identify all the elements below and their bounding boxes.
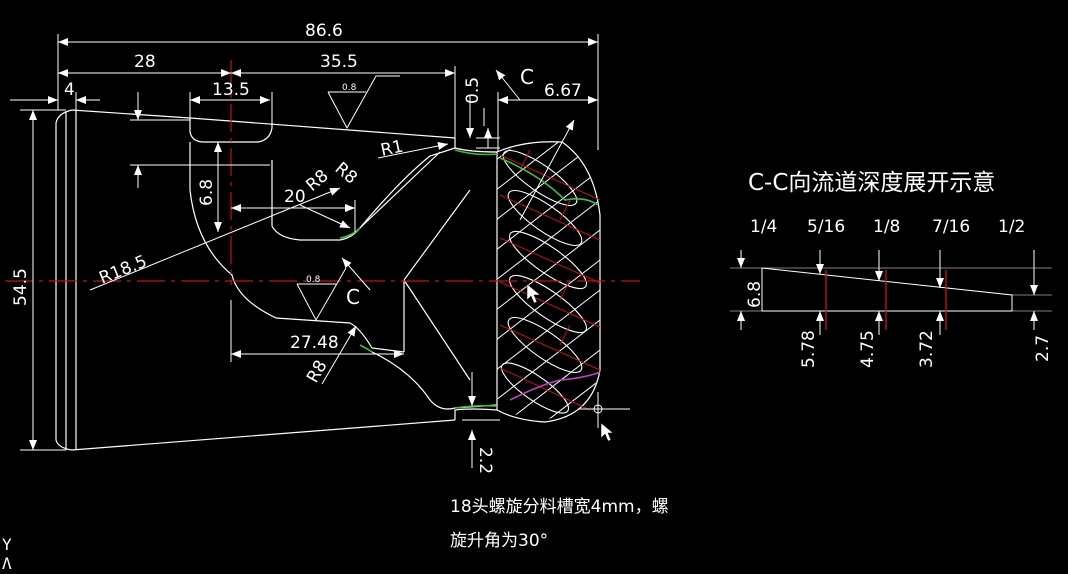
cc-fraction-7-16: 7/16 [932, 217, 970, 237]
accent-curves [339, 149, 601, 409]
dim-height-6-8: 6.8 [197, 179, 217, 206]
dim-length-4: 4 [64, 80, 75, 100]
cc-fraction-1-4: 1/4 [750, 217, 777, 237]
groove-note-line-2: 旋升角为30° [450, 531, 549, 551]
cc-depth-4-75: 4.75 [858, 330, 878, 368]
mouse-cursor-icon [526, 283, 614, 442]
cc-depth-5-78: 5.78 [799, 330, 819, 368]
cc-depth-2-7: 2.7 [1033, 335, 1053, 362]
dim-radius-r1: R1 [379, 137, 405, 161]
section-cc-markers [825, 270, 947, 330]
dim-radius-r8-top-a: R8 [302, 166, 332, 196]
roughness-top-value: 0.8 [342, 83, 357, 93]
ucs-y-label: Y [2, 535, 12, 554]
section-cc-title: C-C向流道深度展开示意 [748, 170, 996, 196]
dim-height-54-5: 54.5 [11, 268, 31, 306]
groove-center-lines [499, 149, 601, 411]
dim-length-28: 28 [134, 52, 156, 72]
section-label-middle: C [346, 285, 360, 309]
spiral-grooves [500, 150, 587, 414]
cc-fraction-1-8: 1/8 [873, 217, 900, 237]
dim-radius-r8-top-b: R8 [331, 159, 361, 189]
dim-length-35-5: 35.5 [320, 52, 358, 72]
dim-gap-2-2: 2.2 [475, 447, 495, 474]
section-cc-profile [730, 250, 1052, 335]
part-outline [55, 109, 601, 451]
dim-length-6-67: 6.67 [544, 81, 582, 101]
dim-radius-r8-bottom: R8 [303, 357, 332, 387]
roughness-mid-value: 0.8 [306, 275, 321, 285]
dim-gap-0-5: 0.5 [463, 77, 483, 104]
cc-fraction-1-2: 1/2 [998, 217, 1025, 237]
dim-length-13-5: 13.5 [212, 80, 250, 100]
dim-overall-length: 86.6 [305, 21, 343, 41]
section-label-top: C [520, 65, 534, 89]
groove-note: 18头螺旋分料槽宽4mm，螺 旋升角为30° [450, 490, 669, 558]
cc-depth-3-72: 3.72 [917, 330, 937, 368]
dim-length-27-48: 27.48 [290, 333, 339, 353]
cc-depth-6-8: 6.8 [745, 281, 765, 308]
dim-radius-r18-5: R18.5 [96, 251, 150, 288]
ucs-arrow-icon: Λ [2, 554, 12, 573]
dimension-lines [10, 34, 630, 468]
cc-fraction-5-16: 5/16 [807, 217, 845, 237]
groove-note-line-1: 18头螺旋分料槽宽4mm，螺 [450, 497, 669, 517]
dim-length-20: 20 [284, 187, 306, 207]
